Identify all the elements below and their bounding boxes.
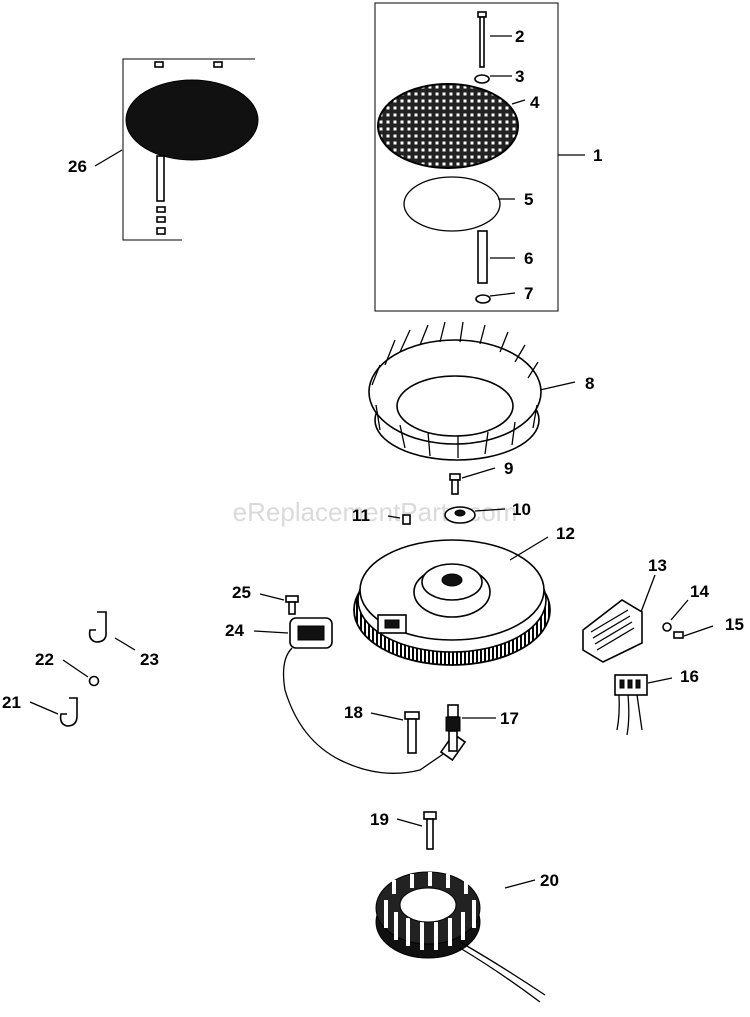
callout-15: 15 — [725, 615, 744, 634]
callout-9: 9 — [504, 459, 513, 478]
callout-6: 6 — [524, 249, 533, 268]
part-14-nut[interactable] — [662, 622, 672, 632]
callout-17: 17 — [500, 709, 519, 728]
callout-23: 23 — [140, 650, 159, 669]
callout-3: 3 — [515, 67, 524, 86]
leader-lines — [29, 35, 714, 889]
part-13-rectifier[interactable] — [582, 599, 643, 663]
callout-16: 16 — [680, 667, 699, 686]
part-3-washer[interactable] — [474, 74, 490, 84]
part-26-group — [122, 58, 259, 241]
part-2-screw[interactable] — [477, 11, 487, 68]
part-23-clip[interactable] — [88, 611, 107, 643]
kit-box-border — [374, 2, 559, 312]
callout-20: 20 — [540, 871, 559, 890]
callout-8: 8 — [585, 374, 594, 393]
callout-22: 22 — [35, 650, 54, 669]
callout-19: 19 — [370, 810, 389, 829]
part-12-flywheel[interactable] — [353, 539, 551, 666]
part-18-screw[interactable] — [404, 711, 420, 754]
part-6-spacer[interactable] — [477, 230, 488, 284]
part-20-stator[interactable] — [375, 871, 546, 1003]
part-8-fan[interactable] — [368, 321, 542, 461]
part-19-screw[interactable] — [423, 811, 437, 850]
callout-13: 13 — [648, 556, 667, 575]
part-22-washer[interactable] — [88, 675, 100, 687]
callout-11: 11 — [352, 506, 370, 525]
callout-10: 10 — [512, 500, 531, 519]
callout-4: 4 — [530, 93, 540, 112]
callout-labels: 1 2 3 4 5 6 7 8 9 10 11 12 13 14 15 16 1… — [2, 27, 744, 890]
callout-7: 7 — [524, 284, 533, 303]
callout-1: 1 — [593, 146, 602, 165]
callout-24: 24 — [225, 621, 244, 640]
part-10-washer[interactable] — [444, 506, 476, 524]
kit-box-group — [374, 2, 585, 312]
part-26-bracket — [122, 58, 255, 241]
part-17-spark-plug[interactable] — [445, 704, 461, 752]
part-15-screw[interactable] — [673, 631, 684, 639]
part-11-key[interactable] — [402, 514, 411, 525]
callout-14: 14 — [690, 582, 709, 601]
callout-18: 18 — [344, 703, 363, 722]
callout-25: 25 — [232, 583, 251, 602]
part-25-screw[interactable] — [285, 595, 299, 615]
part-9-screw[interactable] — [449, 473, 461, 495]
callout-2: 2 — [515, 27, 524, 46]
part-4-grille[interactable] — [377, 83, 519, 169]
part-21-clip[interactable] — [59, 697, 78, 727]
part-5-retaining-ring[interactable] — [403, 176, 501, 232]
callout-26: 26 — [68, 157, 87, 176]
part-26-screen[interactable] — [125, 79, 259, 161]
part-16-connector[interactable] — [614, 674, 648, 736]
callout-12: 12 — [556, 524, 575, 543]
callout-5: 5 — [524, 190, 533, 209]
part-7-washer[interactable] — [475, 294, 491, 304]
callout-21: 21 — [2, 693, 21, 712]
